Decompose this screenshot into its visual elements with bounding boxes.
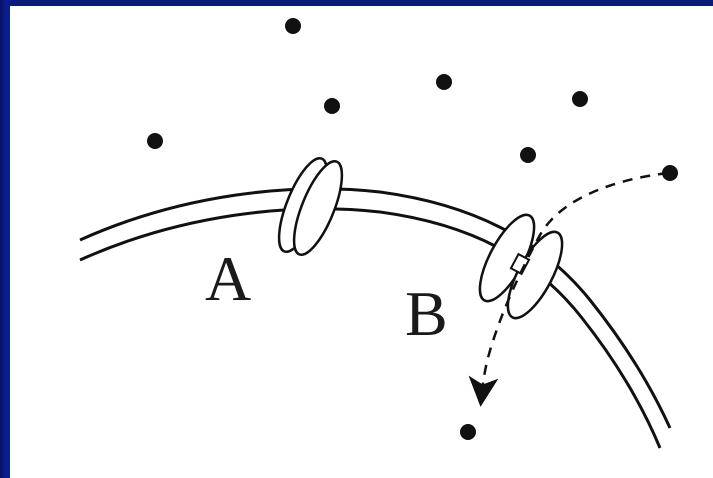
molecule-dot bbox=[436, 74, 452, 90]
channel-a bbox=[277, 157, 344, 256]
molecule-dot bbox=[572, 91, 588, 107]
molecules bbox=[147, 18, 678, 440]
molecule-dot bbox=[324, 98, 340, 114]
membrane-outer-line bbox=[79, 187, 672, 429]
molecule-dot bbox=[460, 424, 476, 440]
label-b: B bbox=[405, 278, 448, 349]
channel-b bbox=[478, 213, 564, 320]
molecule-dot bbox=[285, 18, 301, 34]
label-a: A bbox=[205, 243, 251, 314]
molecule-dot bbox=[520, 147, 536, 163]
membrane-inner-line bbox=[79, 207, 662, 449]
transport-path-arrow bbox=[468, 171, 669, 407]
molecule-dot bbox=[662, 165, 678, 181]
molecule-dot bbox=[147, 133, 163, 149]
